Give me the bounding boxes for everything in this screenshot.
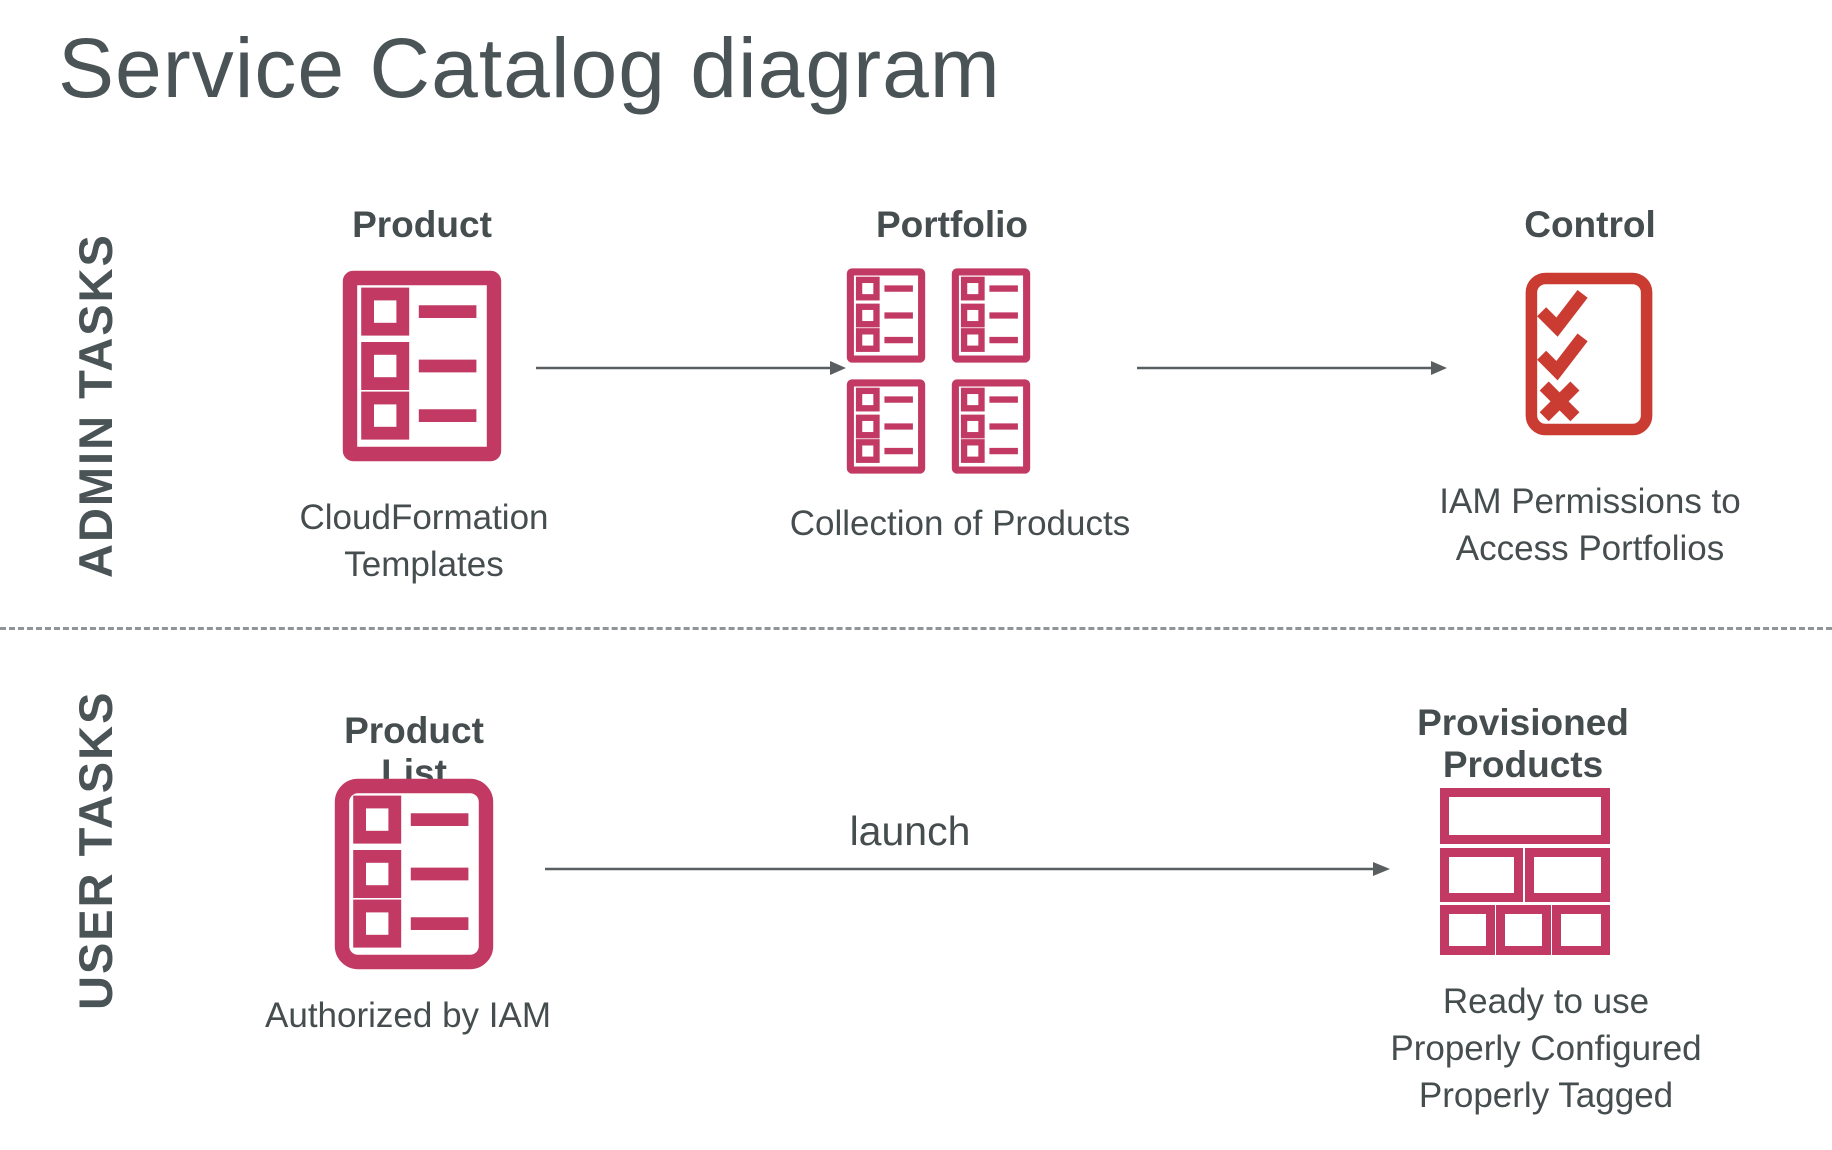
product-list-caption: Authorized by IAM xyxy=(265,996,551,1035)
mini-list-icon xyxy=(951,268,1031,363)
control-caption: IAM Permissions to Access Portfolios xyxy=(1400,478,1780,572)
control-heading: Control xyxy=(1524,204,1656,245)
mini-list-icon xyxy=(846,379,926,474)
product-heading: Product xyxy=(352,204,492,245)
provisioned-caption-line3: Properly Tagged xyxy=(1418,1076,1674,1115)
provisioned-bricks-icon xyxy=(1440,788,1610,955)
provisioned-caption-line2: Properly Configured xyxy=(1390,1029,1702,1068)
arrow-portfolio-to-control xyxy=(1137,361,1447,375)
control-caption-line1: IAM Permissions to xyxy=(1439,482,1741,521)
product-list-icon xyxy=(342,270,502,462)
user-tasks-row-label: USER TASKS xyxy=(69,690,122,1010)
mini-list-icon xyxy=(951,379,1031,474)
product-caption-line1: CloudFormation xyxy=(299,498,549,537)
arrow-launch xyxy=(545,862,1390,876)
product-caption-line2: Templates xyxy=(344,545,504,584)
product-list-heading: Product List xyxy=(344,710,484,793)
provisioned-caption-line1: Ready to use xyxy=(1442,982,1650,1021)
mini-list-icon xyxy=(846,268,926,363)
admin-tasks-row-label: ADMIN TASKS xyxy=(69,233,122,578)
portfolio-caption: Collection of Products xyxy=(789,504,1131,543)
provisioned-caption: Ready to use Properly Configured Properl… xyxy=(1366,978,1726,1119)
product-list-rounded-icon xyxy=(334,778,494,970)
provisioned-products-heading: Provisioned Products xyxy=(1417,702,1629,785)
arrow-product-to-portfolio xyxy=(536,361,846,375)
portfolio-collection-icon xyxy=(846,268,1031,474)
launch-arrow-label: launch xyxy=(849,808,971,854)
product-caption: CloudFormation Templates xyxy=(254,494,594,588)
page-title: Service Catalog diagram xyxy=(58,21,1001,115)
section-divider xyxy=(0,627,1832,630)
checklist-icon xyxy=(1525,272,1653,436)
portfolio-heading: Portfolio xyxy=(875,204,1029,245)
control-caption-line2: Access Portfolios xyxy=(1455,529,1725,568)
